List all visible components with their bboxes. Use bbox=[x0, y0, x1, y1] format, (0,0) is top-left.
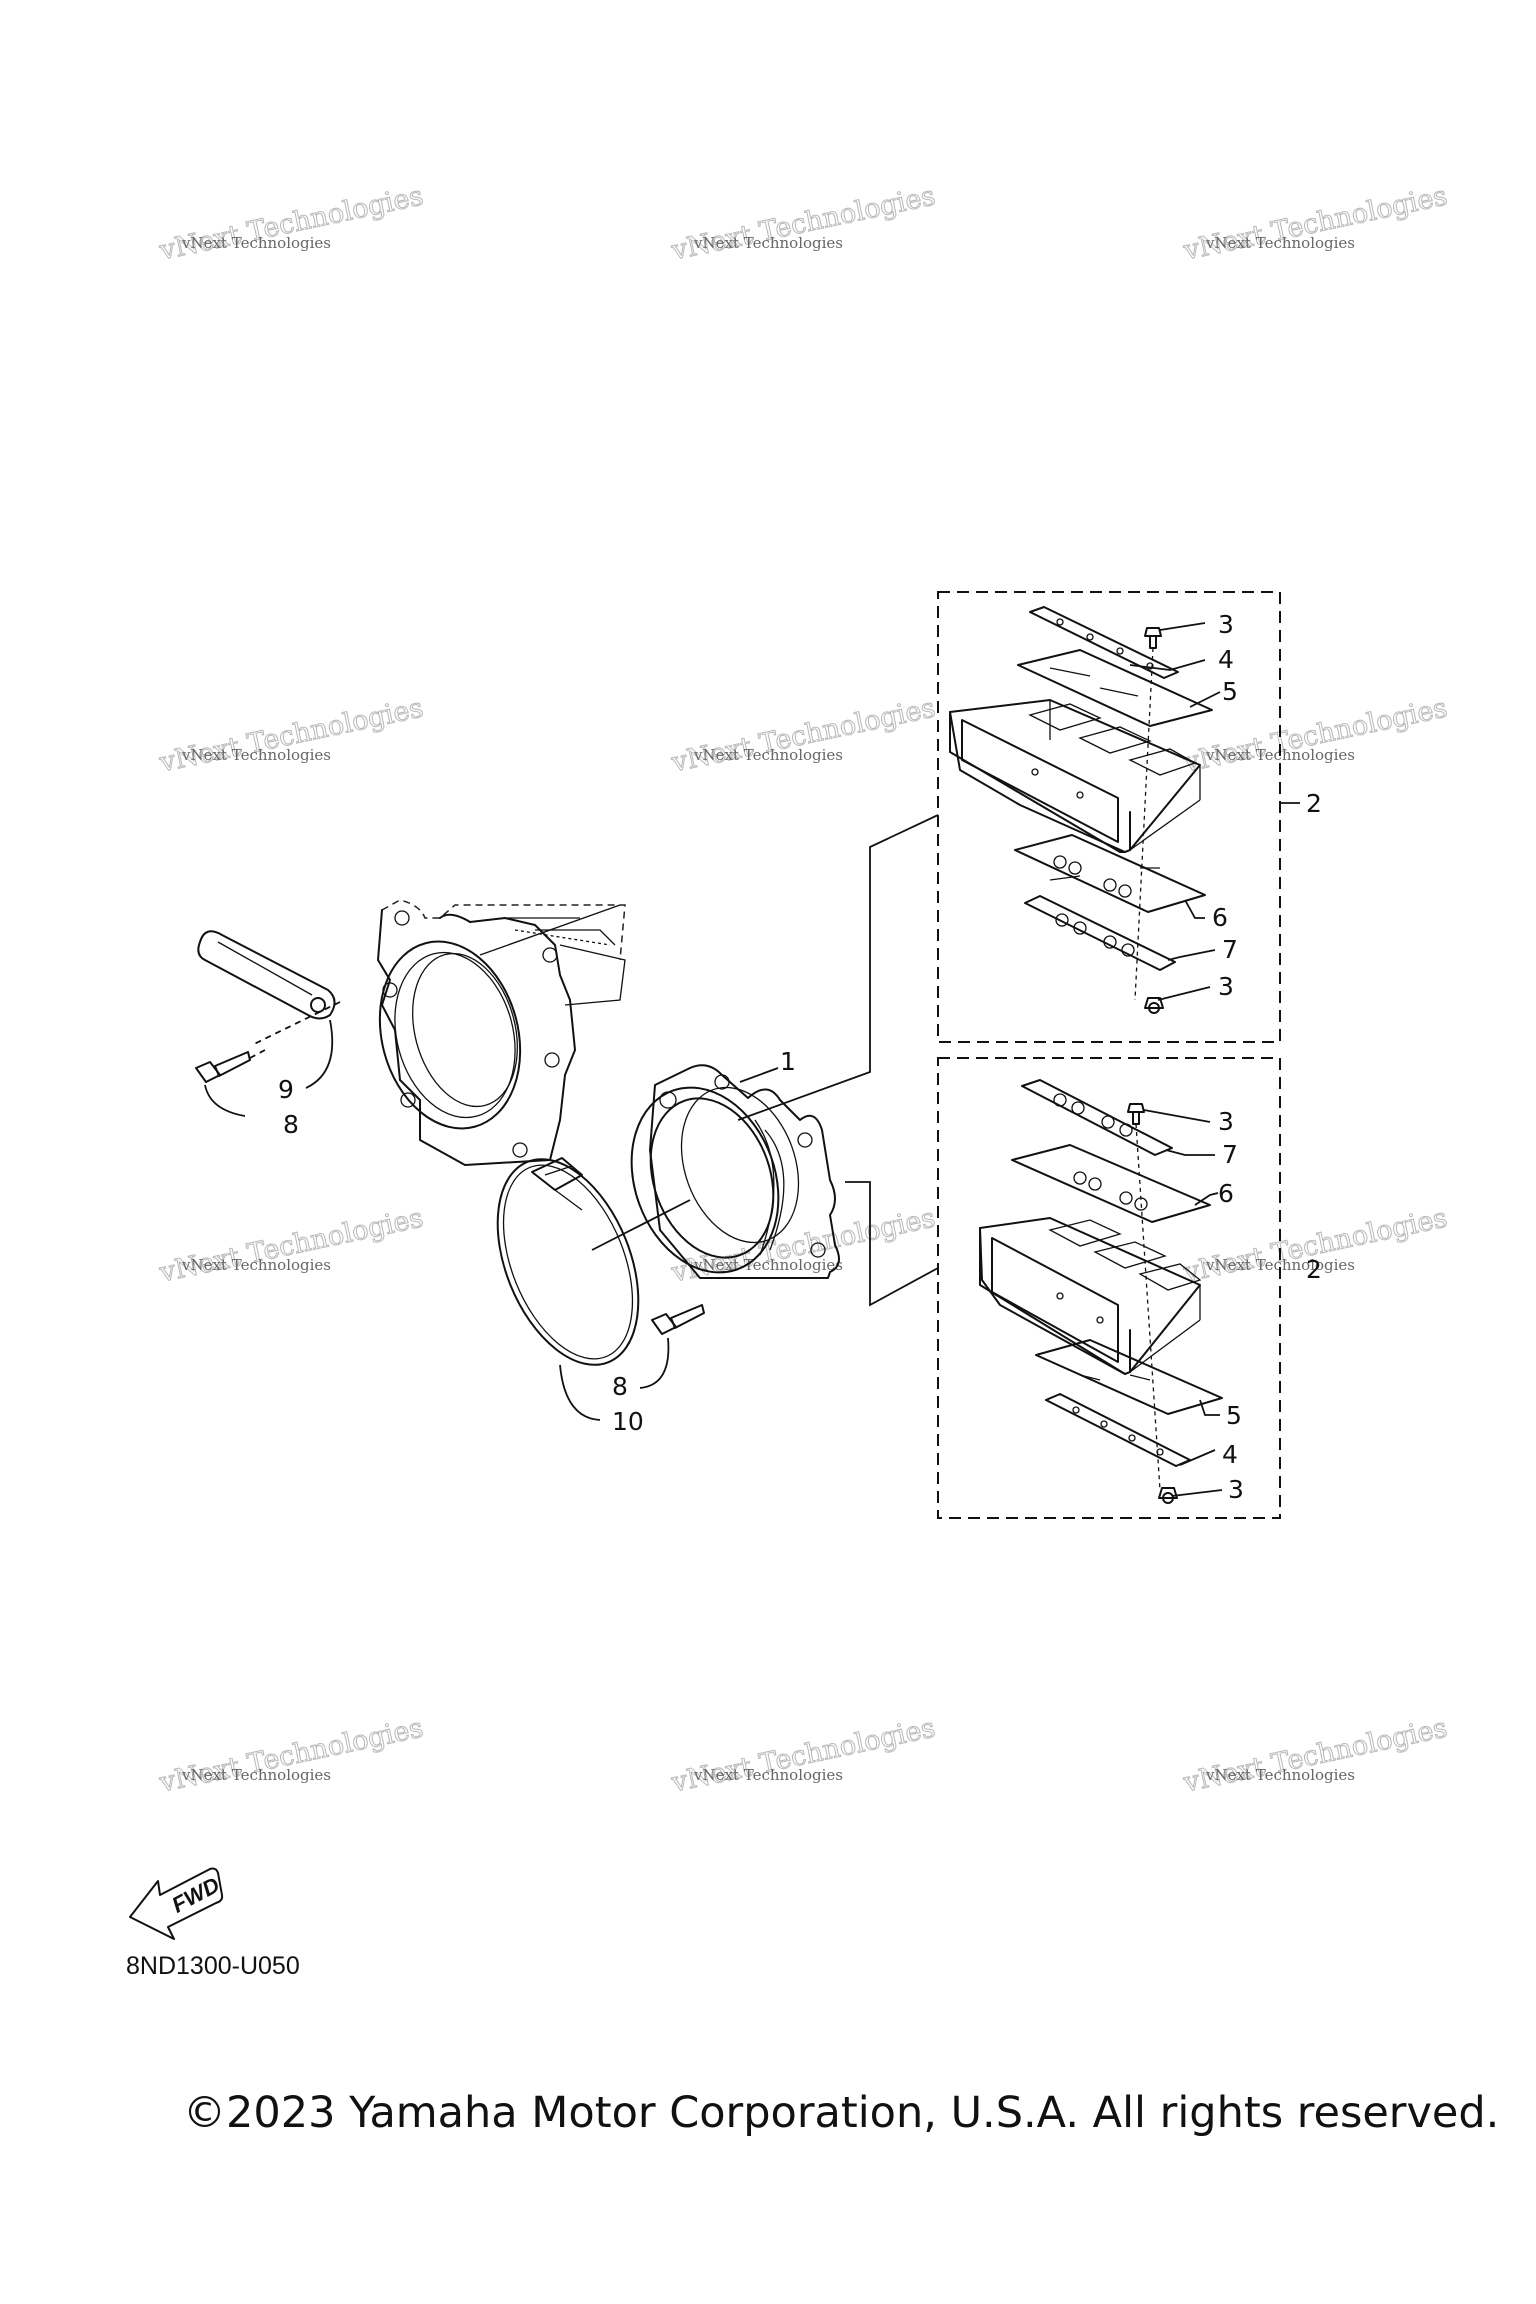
callout-5: 5 bbox=[1226, 1401, 1242, 1430]
watermarks: vNext Technologies vNext Technologies vN… bbox=[156, 180, 1451, 1799]
callout-5: 5 bbox=[1222, 677, 1238, 706]
reed-kit-box-upper bbox=[937, 591, 1281, 1043]
cylinder-housing bbox=[377, 899, 626, 1166]
callout-3: 3 bbox=[1218, 610, 1234, 639]
watermark: vNext Technologies vNext Technologies bbox=[1180, 180, 1451, 267]
svg-text:vNext Technologies: vNext Technologies bbox=[156, 1713, 426, 1799]
watermark: vNext Technologies vNext Technologies bbox=[1180, 1712, 1451, 1799]
reed-kit-box-lower bbox=[937, 1057, 1281, 1519]
bolt-left bbox=[195, 1049, 266, 1083]
svg-text:vNext Technologies: vNext Technologies bbox=[668, 1713, 938, 1799]
svg-text:vNext Technologies: vNext Technologies bbox=[693, 1256, 843, 1274]
callout-7: 7 bbox=[1222, 935, 1238, 964]
housing-body bbox=[377, 909, 576, 1166]
svg-text:vNext Technologies: vNext Technologies bbox=[1205, 1766, 1355, 1784]
svg-text:vNext Technologies: vNext Technologies bbox=[156, 693, 426, 779]
fwd-arrow-icon: FWD bbox=[129, 1867, 224, 1940]
intake-manifold bbox=[630, 1064, 840, 1279]
svg-text:vNext Technologies: vNext Technologies bbox=[156, 1203, 426, 1289]
screw-bottom bbox=[1144, 997, 1164, 1009]
callout-2-lower: 2 bbox=[1306, 1255, 1322, 1284]
watermark: vNext Technologies vNext Technologies bbox=[156, 180, 427, 267]
link-line-upper bbox=[737, 814, 939, 1121]
svg-text:vNext Technologies: vNext Technologies bbox=[668, 1203, 938, 1289]
svg-text:vNext Technologies: vNext Technologies bbox=[181, 1256, 331, 1274]
bracket bbox=[197, 930, 341, 1046]
callout-4: 4 bbox=[1222, 1440, 1238, 1469]
watermark: vNext Technologies vNext Technologies bbox=[1180, 692, 1451, 779]
leader-10 bbox=[559, 1364, 601, 1421]
callout-6: 6 bbox=[1218, 1179, 1234, 1208]
callout-3: 3 bbox=[1218, 972, 1234, 1001]
bracket-plate bbox=[197, 930, 336, 1020]
callout-3: 3 bbox=[1218, 1107, 1234, 1136]
svg-text:vNext Technologies: vNext Technologies bbox=[1180, 693, 1450, 779]
clamp-band bbox=[496, 1158, 640, 1366]
reed-petal bbox=[1011, 1144, 1211, 1223]
stopper-gasket bbox=[1024, 895, 1176, 971]
callout-3: 3 bbox=[1228, 1475, 1244, 1504]
screw-bottom bbox=[1158, 1487, 1178, 1499]
svg-text:vNext Technologies: vNext Technologies bbox=[156, 181, 426, 267]
svg-text:vNext Technologies: vNext Technologies bbox=[668, 693, 938, 779]
watermark: vNext Technologies vNext Technologies bbox=[156, 1712, 427, 1799]
callout-2-upper: 2 bbox=[1306, 789, 1322, 818]
callout-10: 10 bbox=[612, 1407, 644, 1436]
link-line-lower bbox=[845, 1181, 939, 1307]
svg-text:vNext Technologies: vNext Technologies bbox=[181, 746, 331, 764]
svg-text:vNext Technologies: vNext Technologies bbox=[1180, 1713, 1450, 1799]
svg-text:vNext Technologies: vNext Technologies bbox=[693, 234, 843, 252]
svg-text:vNext Technologies: vNext Technologies bbox=[181, 1766, 331, 1784]
svg-text:vNext Technologies: vNext Technologies bbox=[181, 234, 331, 252]
callout-6: 6 bbox=[1212, 903, 1228, 932]
screw-top bbox=[1144, 627, 1162, 649]
copyright-notice: ©2023 Yamaha Motor Corporation, U.S.A. A… bbox=[183, 2088, 1500, 2138]
watermark: vNext Technologies vNext Technologies bbox=[668, 180, 939, 267]
svg-text:vNext Technologies: vNext Technologies bbox=[1180, 181, 1450, 267]
reed-valve-body bbox=[979, 1217, 1201, 1375]
svg-text:vNext Technologies: vNext Technologies bbox=[693, 1766, 843, 1784]
leader-8-left bbox=[204, 1084, 246, 1117]
fwd-label: FWD bbox=[168, 1872, 224, 1918]
svg-text:vNext Technologies: vNext Technologies bbox=[693, 746, 843, 764]
stopper-gasket bbox=[1021, 1079, 1173, 1156]
watermark: vNext Technologies vNext Technologies bbox=[668, 692, 939, 779]
stopper-plate bbox=[1029, 606, 1179, 679]
hose-clamp bbox=[496, 1157, 691, 1366]
leader-8-right bbox=[639, 1337, 670, 1389]
figure-code: 8ND1300-U050 bbox=[126, 1952, 300, 1980]
callout-4: 4 bbox=[1218, 645, 1234, 674]
reed-petal-lower bbox=[1014, 834, 1206, 913]
watermark: vNext Technologies vNext Technologies bbox=[668, 1712, 939, 1799]
callouts: 1 2 2 3 3 3 3 4 4 5 5 6 6 7 7 8 8 9 10 bbox=[278, 610, 1322, 1504]
svg-text:vNext Technologies: vNext Technologies bbox=[1205, 234, 1355, 252]
callout-8-right: 8 bbox=[612, 1372, 628, 1401]
callout-8-left: 8 bbox=[283, 1110, 299, 1139]
housing-bore bbox=[378, 940, 522, 1130]
svg-text:vNext Technologies: vNext Technologies bbox=[1205, 1256, 1355, 1274]
leader-9 bbox=[305, 1019, 334, 1089]
clamp-screw-housing bbox=[531, 1157, 583, 1191]
callout-7: 7 bbox=[1222, 1140, 1238, 1169]
watermark: vNext Technologies vNext Technologies bbox=[156, 692, 427, 779]
reed-valve-assembly-lower bbox=[979, 1079, 1223, 1504]
callout-1: 1 bbox=[780, 1047, 796, 1076]
bolt-right bbox=[651, 1304, 705, 1335]
screw-top bbox=[1127, 1103, 1145, 1125]
svg-text:vNext Technologies: vNext Technologies bbox=[668, 181, 938, 267]
reed-valve-assembly-upper bbox=[949, 606, 1213, 1014]
reed-petal bbox=[1017, 649, 1213, 727]
watermark: vNext Technologies vNext Technologies bbox=[156, 1202, 427, 1289]
callout-9: 9 bbox=[278, 1075, 294, 1104]
reed-body-frame bbox=[949, 711, 1131, 853]
reed-petal-lower bbox=[1035, 1339, 1223, 1415]
stopper-plate bbox=[1045, 1393, 1191, 1467]
